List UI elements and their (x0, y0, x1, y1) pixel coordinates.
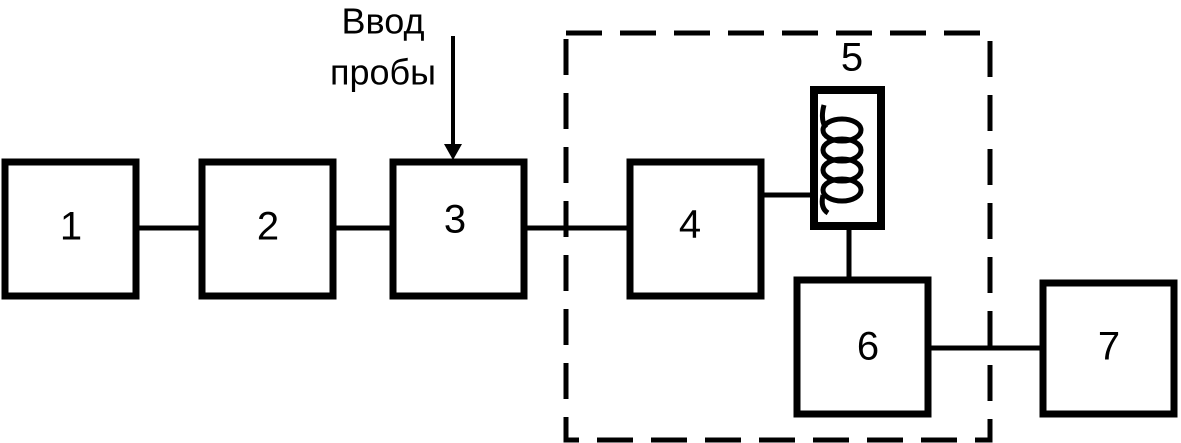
block-6 (793, 276, 932, 418)
sample-input-label-line1: Ввод (342, 1, 425, 42)
block-2-label: 2 (257, 205, 279, 249)
block-1 (1, 158, 140, 300)
block-6-label: 6 (857, 325, 879, 369)
dashed-enclosure (563, 30, 993, 443)
block-1-label: 1 (60, 205, 82, 249)
sample-input-label-line2: пробы (330, 52, 436, 93)
block-4-label: 4 (679, 203, 701, 247)
block-7-label: 7 (1098, 325, 1120, 369)
block-4 (626, 158, 765, 300)
arrow-head-icon (444, 144, 462, 160)
block-2 (198, 158, 337, 300)
coil-icon (819, 104, 864, 216)
block-3-label: 3 (444, 198, 466, 242)
block-7 (1039, 279, 1178, 418)
block-5-label: 5 (841, 36, 863, 80)
block-3 (389, 158, 528, 300)
